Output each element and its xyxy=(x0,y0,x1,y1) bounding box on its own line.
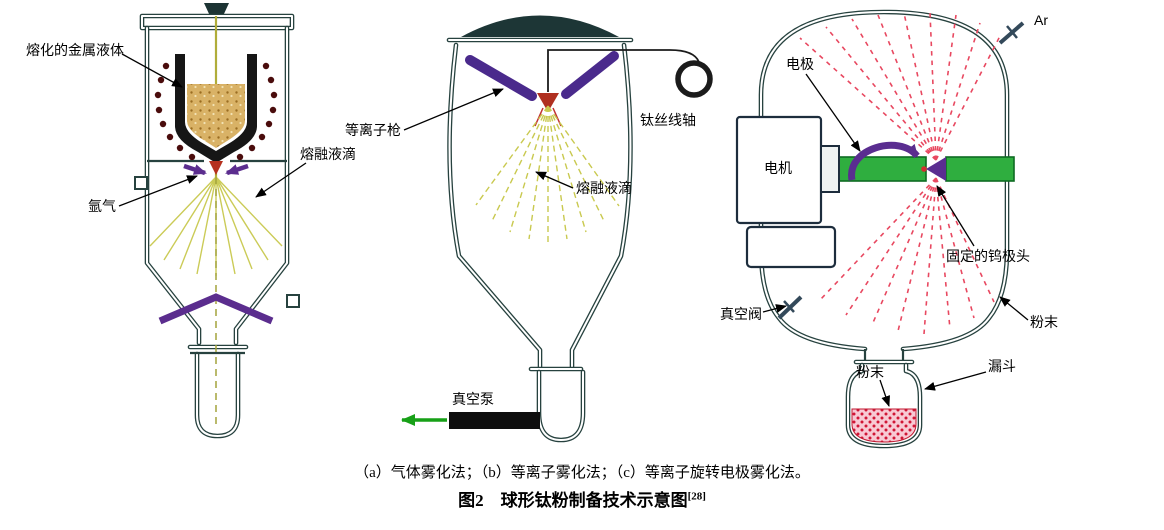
droplet-spray-b xyxy=(475,105,620,242)
titanium-wire-spool xyxy=(675,60,713,98)
label-powder-collected: 粉末 xyxy=(856,364,884,380)
label-motor: 电机 xyxy=(764,160,792,176)
label-droplets-b: 熔融液滴 xyxy=(576,180,632,196)
electrode-rod-right xyxy=(945,156,1015,182)
atomization-tip xyxy=(209,161,223,175)
label-plasma-gun: 等离子枪 xyxy=(345,122,401,138)
figure-caption-text: 图2 球形钛粉制备技术示意图 xyxy=(458,491,688,510)
gas-jet-right xyxy=(225,163,249,176)
collection-bulb-b xyxy=(536,369,586,443)
wire-feed-line xyxy=(547,49,700,92)
diagram-c-plasma-rotating-electrode xyxy=(735,9,1029,449)
funnel-cup xyxy=(845,362,923,449)
argon-inlet-flange xyxy=(1006,25,1018,39)
leader-vacuum-valve xyxy=(762,304,787,313)
vacuum-pipe xyxy=(449,412,540,429)
side-port-right xyxy=(286,294,300,308)
label-powder-spray: 粉末 xyxy=(1030,314,1058,330)
deflector-cone xyxy=(158,293,274,325)
label-argon-inlet: Ar xyxy=(1034,12,1048,28)
vessel-a-lid xyxy=(139,13,295,31)
label-tungsten-tip: 固定的钨极头 xyxy=(946,248,1030,264)
leader-droplets-a xyxy=(255,162,307,198)
arc-spot xyxy=(921,166,927,172)
label-vacuum-pump: 真空泵 xyxy=(452,391,494,407)
figure-caption-reference: [28] xyxy=(687,490,706,503)
label-molten-metal: 熔化的金属液体 xyxy=(26,42,124,58)
leader-electrode xyxy=(805,73,861,152)
molten-metal xyxy=(187,84,245,148)
leader-powder-spray xyxy=(999,296,1029,321)
feed-stopper xyxy=(204,3,229,16)
figure-caption: 图2 球形钛粉制备技术示意图[28] xyxy=(0,486,1164,511)
collection-flask-a xyxy=(190,351,245,439)
vessel-b-dome xyxy=(461,15,619,37)
label-droplets-a: 熔融液滴 xyxy=(300,146,356,162)
gas-jet-left xyxy=(183,163,207,176)
vessel-a-body xyxy=(144,25,290,346)
motor-coupling xyxy=(820,145,840,193)
plasma-gun-right xyxy=(561,51,619,99)
diagram-a-gas-atomization xyxy=(118,3,307,439)
leader-powder-collected xyxy=(879,379,890,407)
side-port-left xyxy=(134,176,148,190)
motor-base xyxy=(745,225,837,269)
vacuum-valve-flange xyxy=(783,300,795,313)
label-vacuum-valve: 真空阀 xyxy=(720,306,762,322)
leader-plasma-gun xyxy=(403,88,504,131)
leader-argon xyxy=(118,175,198,207)
label-electrode: 电极 xyxy=(786,56,814,72)
label-funnel: 漏斗 xyxy=(988,358,1016,374)
rotation-arrow xyxy=(848,141,920,181)
diagram-b-plasma-atomization xyxy=(401,15,713,443)
label-argon: 氩气 xyxy=(88,198,116,214)
label-wire-spool: 钛丝线轴 xyxy=(640,112,696,128)
vessel-b-body xyxy=(447,42,633,370)
powder-spray-up xyxy=(799,11,1001,161)
crucible xyxy=(175,54,257,163)
leader-funnel xyxy=(924,371,987,391)
plasma-gun-left xyxy=(465,55,537,101)
induction-heating-dots xyxy=(154,62,278,161)
tungsten-tip xyxy=(926,157,946,181)
leader-droplets-b xyxy=(535,171,574,189)
caption-subfigure-methods: （a）气体雾化法；（b）等离子雾化法；（c）等离子旋转电极雾化法。 xyxy=(354,465,810,481)
vessel-c-body xyxy=(758,9,1010,360)
powder-spray-down xyxy=(819,177,995,335)
leader-molten-metal xyxy=(121,53,183,88)
plasma-flame xyxy=(537,93,559,112)
collected-powder xyxy=(851,408,917,443)
leader-tungsten-tip xyxy=(936,185,975,247)
